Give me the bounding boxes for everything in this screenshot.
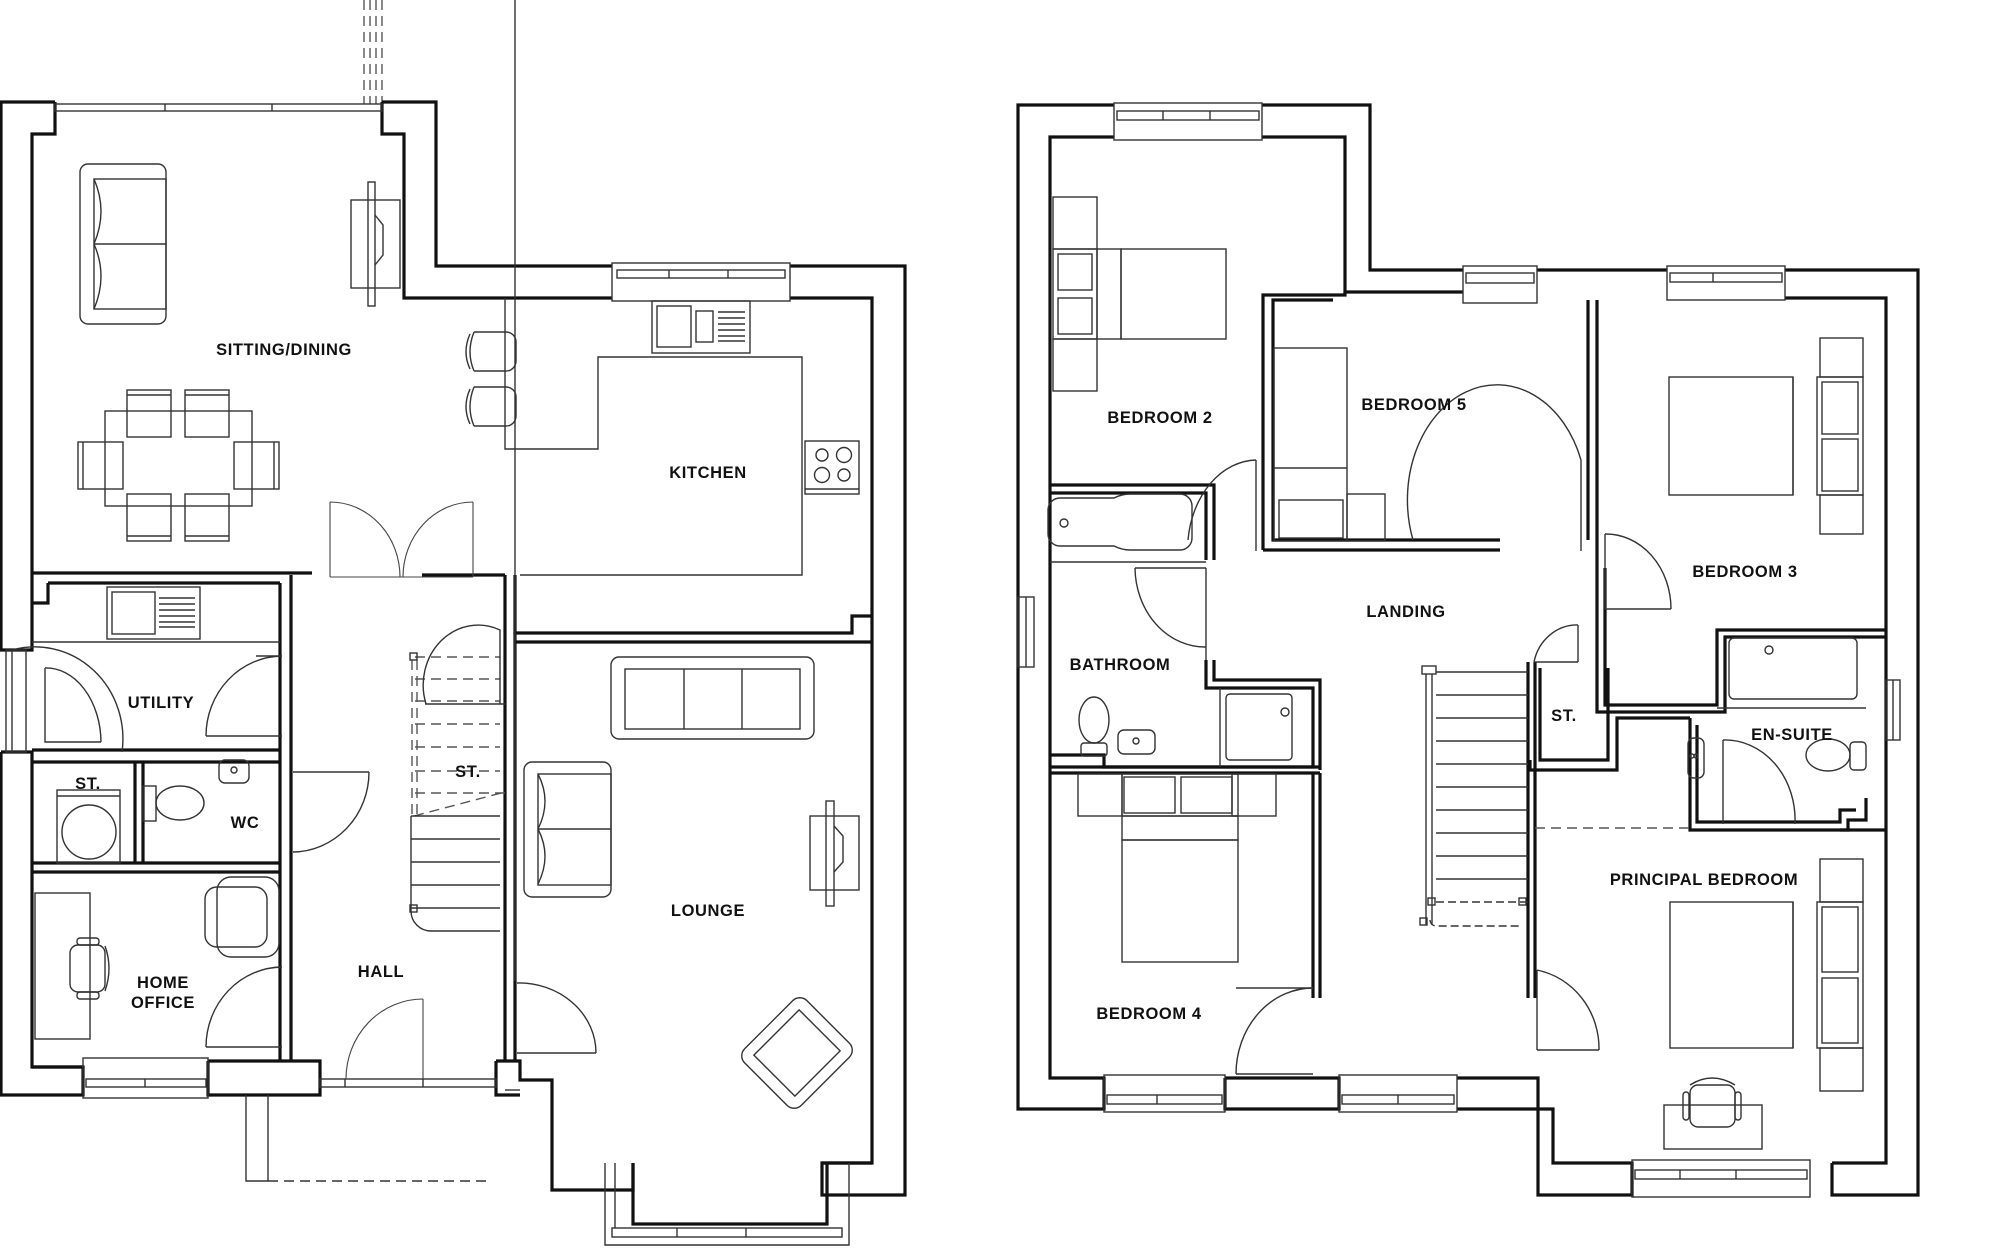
three-seater-sofa-icon — [610, 656, 815, 740]
porch-outline — [245, 1095, 488, 1182]
bedroom-4-furniture — [1077, 773, 1314, 1075]
room-label-bathroom: BATHROOM — [1069, 656, 1171, 674]
sofa-icon — [79, 163, 167, 325]
sliding-door-track — [363, 0, 383, 104]
room-label-store-landing: ST. — [1551, 707, 1577, 725]
sitting-furniture — [77, 163, 401, 542]
two-seater-sofa-icon — [523, 761, 612, 898]
room-label-principal-bedroom: PRINCIPAL BEDROOM — [1609, 871, 1799, 889]
principal-bedroom-furniture — [1536, 858, 1864, 1150]
room-label-home-office-1: HOME — [137, 974, 189, 992]
room-label-sitting-dining: SITTING/DINING — [216, 341, 352, 359]
en-suite-fixtures — [1687, 637, 1867, 825]
office-chair-icon — [69, 937, 110, 1000]
double-door-sitting-hall — [329, 501, 474, 578]
room-label-lounge: LOUNGE — [670, 902, 746, 920]
front-door — [345, 998, 424, 1080]
kitchen-units — [465, 298, 860, 576]
basin-icon — [1687, 737, 1705, 779]
window-kitchen — [611, 262, 791, 302]
dining-table-icon — [77, 389, 280, 542]
armchair-icon — [741, 997, 853, 1109]
toilet-icon — [1805, 738, 1867, 772]
ground-floor-plan — [0, 0, 907, 1246]
room-label-en-suite: EN-SUITE — [1751, 726, 1833, 744]
armchair-icon — [204, 876, 280, 958]
room-label-utility: UTILITY — [127, 694, 195, 712]
first-floor-plan — [1016, 102, 1920, 1198]
room-label-bedroom-5: BEDROOM 5 — [1361, 396, 1467, 414]
windows-first-floor — [1017, 102, 1901, 1198]
front-door-frame — [319, 1078, 497, 1088]
room-label-bedroom-2: BEDROOM 2 — [1107, 409, 1213, 427]
room-label-hall: HALL — [357, 963, 405, 981]
lounge-bay-window — [604, 1163, 850, 1246]
room-label-store-hall: ST. — [455, 763, 481, 781]
room-label-landing: LANDING — [1366, 603, 1446, 621]
room-label-bedroom-3: BEDROOM 3 — [1692, 563, 1798, 581]
first-outer-wall — [1016, 103, 1920, 1197]
bath-icon — [1728, 637, 1858, 700]
room-label-wc: WC — [230, 814, 260, 832]
basin-icon — [218, 759, 250, 784]
window-utility — [5, 649, 27, 753]
desk-icon — [1663, 1104, 1763, 1150]
bedroom-2-furniture — [1052, 196, 1257, 551]
window-home-office — [82, 1057, 209, 1099]
bedroom-5-furniture — [1273, 347, 1582, 551]
toilet-icon — [142, 785, 205, 822]
room-label-store-utility: ST. — [75, 775, 101, 793]
lounge-furniture — [514, 0, 860, 1109]
room-label-kitchen: KITCHEN — [669, 464, 747, 482]
basin-icon — [1117, 729, 1156, 755]
lounge-bay-wall — [631, 1161, 872, 1226]
drainer-icon — [718, 311, 745, 342]
utility-furniture — [11, 586, 370, 864]
hob-icon — [804, 440, 860, 495]
hall-staircase — [409, 624, 506, 932]
room-label-home-office-2: OFFICE — [130, 994, 196, 1012]
room-label-bedroom-4: BEDROOM 4 — [1096, 1005, 1202, 1023]
bedroom-3-furniture — [1604, 337, 1864, 610]
ground-outer-wall — [0, 100, 907, 1197]
window-sitting — [54, 103, 383, 112]
bar-stool-icon — [465, 331, 517, 427]
landing-staircase — [1419, 624, 1579, 927]
first-internal-walls — [1050, 292, 1886, 998]
office-chair-icon — [1682, 1077, 1742, 1128]
shower-icon — [1219, 688, 1293, 767]
toilet-icon — [1078, 696, 1110, 757]
home-office-furniture — [34, 876, 283, 1048]
tv-unit-icon — [350, 181, 401, 307]
washing-machine-icon — [56, 789, 121, 864]
bathroom-fixtures — [1047, 493, 1293, 767]
tv-unit-icon — [809, 800, 860, 907]
bath-icon — [1047, 493, 1193, 551]
